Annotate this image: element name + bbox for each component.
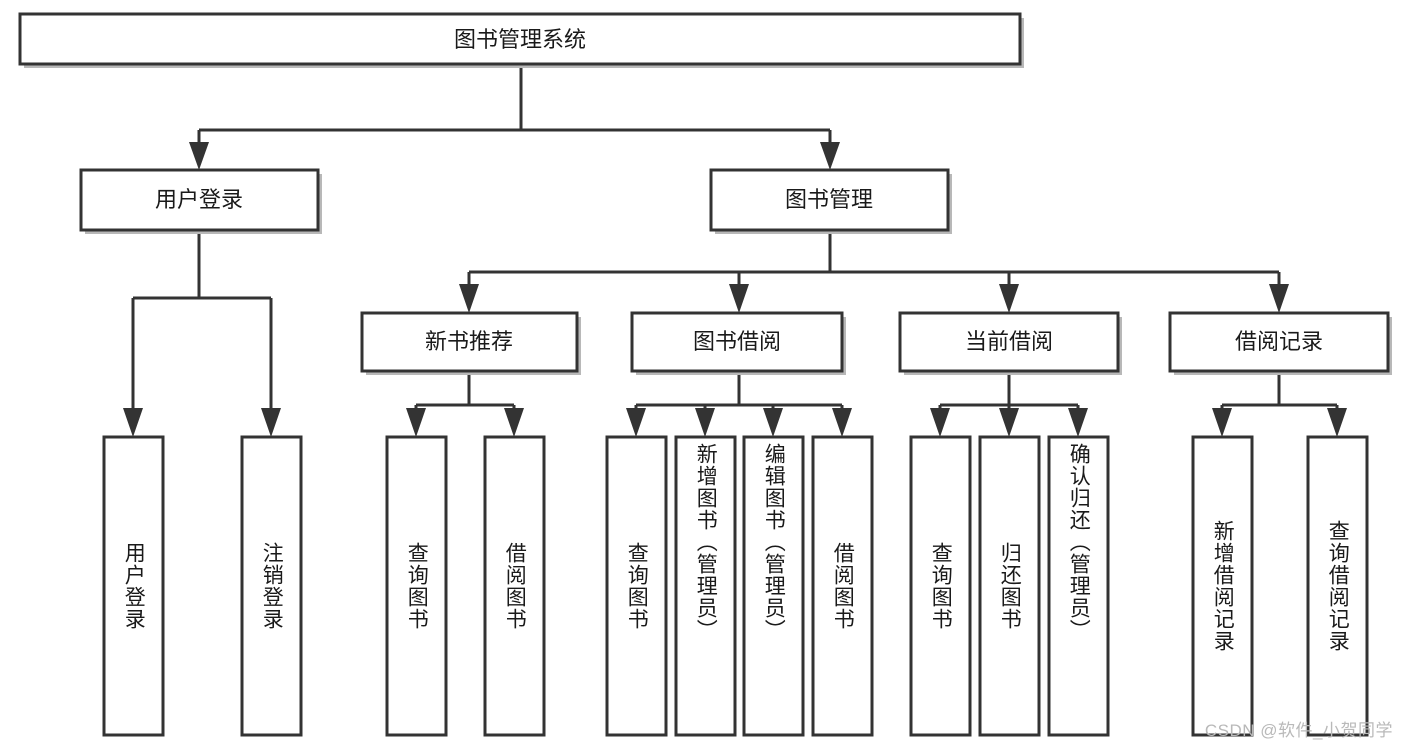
arrow-head-icon (729, 284, 749, 313)
node-book-management[interactable]: 图书管理 (709, 168, 952, 234)
watermark: CSDN @软件_小贺同学 (1204, 721, 1393, 740)
node-book-borrow[interactable]: 图书借阅 (630, 311, 846, 375)
leaf-boxes-new-book-recommend (385, 435, 546, 737)
arrow-head-icon (123, 408, 143, 437)
leaf-box[interactable] (1306, 435, 1369, 737)
node-label: 新书推荐 (425, 329, 513, 354)
leaf-box[interactable] (483, 435, 546, 737)
leaf-boxes-borrow-record (1191, 435, 1369, 737)
node-box (79, 168, 320, 232)
arrow-head-icon (999, 284, 1019, 313)
connector-bookmgmt-to-level3 (459, 233, 1289, 313)
arrow-head-icon (261, 408, 281, 437)
arrow-head-icon (189, 142, 209, 170)
node-box (360, 311, 579, 373)
connector-borrowrecord-to-leaves (1212, 374, 1347, 437)
leaf-box[interactable] (385, 435, 448, 737)
node-borrow-record[interactable]: 借阅记录 (1168, 311, 1392, 375)
node-user-login[interactable]: 用户登录 (79, 168, 322, 234)
node-label: 图书管理系统 (454, 27, 586, 52)
node-label: 借阅记录 (1235, 329, 1323, 354)
connector-currentborrow-to-leaves (930, 374, 1088, 437)
node-box (630, 311, 844, 373)
node-label: 图书借阅 (693, 329, 781, 354)
connector-userlogin-to-leaves (123, 233, 281, 437)
leaf-box[interactable] (978, 435, 1041, 737)
node-label: 图书管理 (785, 187, 873, 212)
arrow-head-icon (406, 408, 426, 437)
leaf-box[interactable] (1047, 435, 1110, 737)
arrow-head-icon (1327, 408, 1347, 437)
arrow-head-icon (763, 408, 783, 437)
arrow-head-icon (1269, 284, 1289, 313)
leaf-box[interactable] (240, 435, 303, 737)
node-box (1168, 311, 1390, 373)
node-label: 当前借阅 (965, 329, 1053, 354)
leaf-box[interactable] (909, 435, 972, 737)
connector-bookborrow-to-leaves (626, 374, 852, 437)
leaf-box[interactable] (102, 435, 165, 737)
arrow-head-icon (930, 408, 950, 437)
leaf-box[interactable] (811, 435, 874, 737)
node-label: 用户登录 (155, 187, 243, 212)
arrow-head-icon (820, 142, 840, 170)
arrow-head-icon (832, 408, 852, 437)
arrow-head-icon (626, 408, 646, 437)
arrow-head-icon (504, 408, 524, 437)
node-root-system[interactable]: 图书管理系统 (18, 12, 1024, 68)
leaf-box[interactable] (742, 435, 805, 737)
node-box (709, 168, 950, 232)
arrow-head-icon (695, 408, 715, 437)
arrow-head-icon (1212, 408, 1232, 437)
leaf-box[interactable] (674, 435, 737, 737)
arrow-head-icon (1068, 408, 1088, 437)
arrow-head-icon (459, 284, 479, 313)
connector-newbook-to-leaves (406, 374, 524, 437)
leaf-box[interactable] (1191, 435, 1254, 737)
leaf-boxes-book-borrow (605, 435, 874, 737)
node-box (18, 12, 1022, 66)
node-current-borrow[interactable]: 当前借阅 (898, 311, 1122, 375)
node-box (898, 311, 1120, 373)
leaf-boxes-current-borrow (909, 435, 1110, 737)
leaf-box[interactable] (605, 435, 668, 737)
connector-root-to-level2 (189, 66, 840, 170)
leaf-boxes-user-login (102, 435, 303, 737)
node-new-book-recommend[interactable]: 新书推荐 (360, 311, 581, 375)
arrow-head-icon (999, 408, 1019, 437)
